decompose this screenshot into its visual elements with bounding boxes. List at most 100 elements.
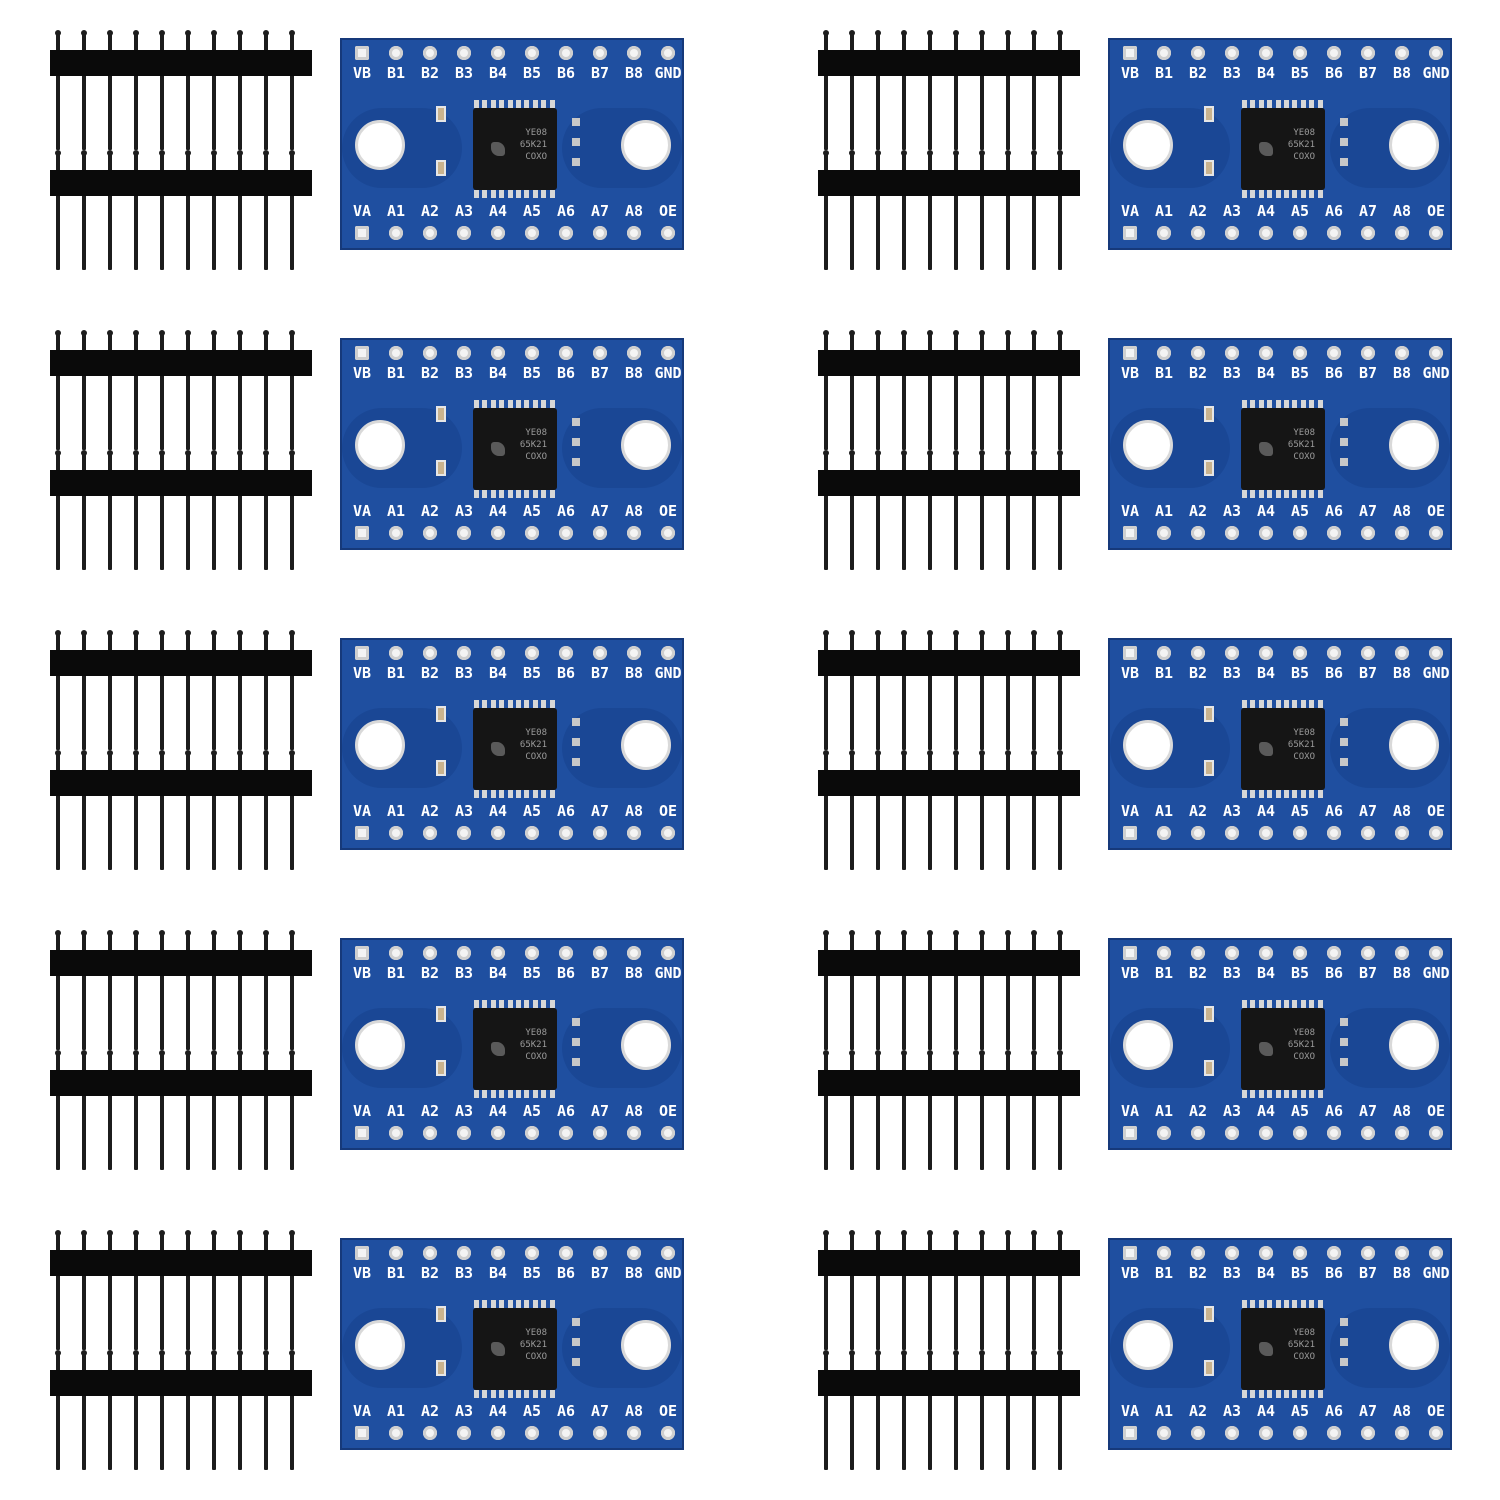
top-pad [1259, 46, 1273, 60]
bottom-pin-label: A5 [1290, 502, 1310, 520]
header-pin-tip [289, 150, 295, 156]
chip-lead [1275, 700, 1281, 708]
header-pin [902, 754, 906, 870]
pin-header-strip [50, 1050, 312, 1170]
bottom-pin-label: A6 [1324, 502, 1344, 520]
chip-lead [549, 400, 555, 408]
top-pad [661, 46, 675, 60]
bottom-pad [627, 826, 641, 840]
bottom-pad [423, 526, 437, 540]
header-pin-tip [1031, 330, 1037, 336]
pin-header-strip [50, 30, 312, 150]
header-pin [1032, 454, 1036, 570]
chip-lead [474, 790, 479, 798]
header-pin [980, 1234, 984, 1350]
chip-lead [490, 1300, 496, 1308]
top-pin-label: B2 [420, 364, 440, 382]
header-pin-tip [263, 930, 269, 936]
chip-lead [532, 1300, 538, 1308]
bottom-pin-label: A3 [454, 202, 474, 220]
top-pad [1361, 646, 1375, 660]
header-pin-tip [159, 150, 165, 156]
chip-lead [1284, 1000, 1289, 1008]
chip-lead [1258, 490, 1264, 498]
top-pin-label: B8 [1392, 964, 1412, 982]
header-pin [160, 1234, 164, 1350]
chip-marking-line: YE08 [1293, 428, 1315, 438]
resistor [572, 1318, 580, 1326]
header-pin [1058, 634, 1062, 750]
chip-lead [516, 1300, 521, 1308]
bottom-pin-label: A8 [1392, 1402, 1412, 1420]
chip-lead [532, 490, 538, 498]
bottom-pin-label: OE [658, 1402, 678, 1420]
bottom-pin-label: OE [1426, 202, 1446, 220]
chip-lead [1267, 1390, 1273, 1398]
ti-logo-icon [1259, 1342, 1273, 1356]
bottom-pin-label: A6 [556, 1402, 576, 1420]
chip-lead [507, 1300, 513, 1308]
top-pad [1259, 346, 1273, 360]
header-pin [954, 1354, 958, 1470]
top-pad [1157, 346, 1171, 360]
bottom-pin-label: A7 [1358, 1402, 1378, 1420]
top-pad [1429, 346, 1443, 360]
bottom-pad [559, 1126, 573, 1140]
header-pin-tip [107, 330, 113, 336]
bottom-pin-label: A4 [488, 802, 508, 820]
header-pin-tip [849, 1230, 855, 1236]
header-pin-tip [875, 150, 881, 156]
bottom-pin-label: A3 [1222, 202, 1242, 220]
header-pin-tip [1031, 150, 1037, 156]
chip-lead [1267, 790, 1273, 798]
header-pin [160, 1054, 164, 1170]
chip-lead [1258, 1390, 1264, 1398]
bottom-pin-label: A3 [454, 802, 474, 820]
header-pin-tip [289, 30, 295, 36]
chip-lead [524, 400, 530, 408]
chip-lead [482, 1300, 488, 1308]
header-pin-tip [263, 150, 269, 156]
mount-hole-icon [355, 1320, 405, 1370]
header-pin [954, 34, 958, 150]
top-pad [559, 646, 573, 660]
chip-lead [1284, 790, 1289, 798]
resistor [1340, 1338, 1348, 1346]
header-plastic-body [50, 170, 312, 196]
chip-lead [524, 100, 530, 108]
header-pin [902, 1234, 906, 1350]
bottom-pad [355, 826, 369, 840]
chip-marking-line: COXO [525, 752, 547, 762]
chip-lead [474, 400, 479, 408]
pin-header-strip [50, 450, 312, 570]
top-pin-label: B2 [1188, 364, 1208, 382]
chip-lead [1309, 190, 1315, 198]
pin-header-strip [818, 30, 1080, 150]
top-pin-label: B1 [1154, 964, 1174, 982]
header-pin-tip [849, 1350, 855, 1356]
bottom-pad [1259, 826, 1273, 840]
top-pad [1327, 646, 1341, 660]
header-pin-tip [979, 930, 985, 936]
bottom-pad [525, 1426, 539, 1440]
chip-lead [482, 700, 488, 708]
header-pin [928, 934, 932, 1050]
chip-leads [1238, 1000, 1328, 1098]
top-pad [559, 946, 573, 960]
bottom-pin-label: A2 [420, 1102, 440, 1120]
header-pin [902, 34, 906, 150]
header-pin-tip [55, 330, 61, 336]
resistor [1340, 758, 1348, 766]
resistor [572, 1338, 580, 1346]
header-pin-tip [1031, 1230, 1037, 1236]
header-pin [82, 454, 86, 570]
header-pin-tip [133, 150, 139, 156]
chip-lead [499, 1000, 505, 1008]
top-pin-label: B4 [488, 664, 508, 682]
header-pin [134, 34, 138, 150]
header-pin [290, 1234, 294, 1350]
chip-lead [1250, 1300, 1256, 1308]
